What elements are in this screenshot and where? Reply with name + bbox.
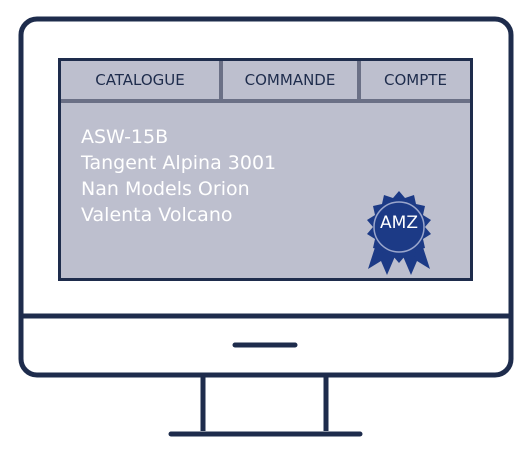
nav-tab-bar: CATALOGUE COMMANDE COMPTE [61, 61, 470, 103]
list-item[interactable]: Tangent Alpina 3001 [81, 152, 277, 174]
tab-commande[interactable]: COMMANDE [219, 61, 357, 99]
list-item[interactable]: Valenta Volcano [81, 204, 233, 226]
list-item[interactable]: Nan Models Orion [81, 178, 250, 200]
award-ribbon-icon [367, 191, 431, 275]
badge-label: AMZ [380, 213, 418, 233]
tab-catalogue[interactable]: CATALOGUE [95, 71, 185, 89]
list-item[interactable]: ASW-15B [81, 126, 169, 148]
tab-compte[interactable]: COMPTE [357, 61, 470, 99]
catalogue-list: ASW-15B Tangent Alpina 3001 Nan Models O… [81, 124, 276, 228]
monitor-screen: CATALOGUE COMMANDE COMPTE ASW-15B Tangen… [58, 58, 473, 281]
award-badge: AMZ [359, 189, 439, 277]
